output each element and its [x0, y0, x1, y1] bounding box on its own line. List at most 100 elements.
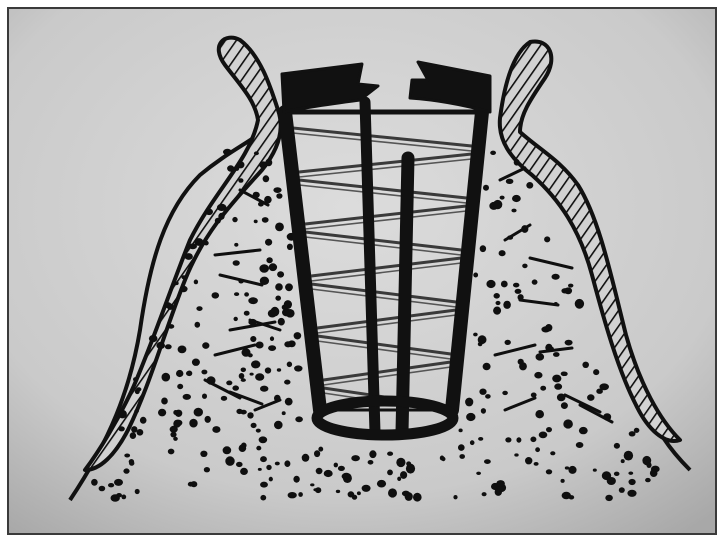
speckle-dot [212, 292, 220, 298]
speckle-dot [215, 218, 221, 224]
speckle-dot [232, 385, 239, 390]
speckle-dot [302, 454, 310, 462]
speckle-dot [494, 293, 500, 299]
speckle-dot [324, 470, 333, 477]
speckle-dot [544, 236, 550, 242]
speckle-dot [194, 408, 203, 417]
speckle-dot [265, 159, 272, 167]
speckle-dot [238, 178, 243, 183]
speckle-dot [234, 292, 239, 296]
speckle-dot [200, 451, 207, 457]
speckle-dot [513, 283, 519, 288]
speckle-dot [278, 318, 285, 326]
speckle-dot [535, 410, 544, 418]
speckle-dot [483, 185, 489, 191]
speckle-dot [362, 485, 371, 492]
speckle-dot [137, 429, 144, 436]
speckle-dot [563, 419, 573, 428]
speckle-dot [274, 421, 283, 429]
speckle-dot [269, 263, 277, 271]
speckle-dot [287, 244, 293, 250]
speckle-dot [108, 483, 114, 487]
speckle-dot [259, 264, 269, 273]
speckle-dot [565, 466, 569, 469]
speckle-dot [236, 462, 243, 467]
speckle-dot [248, 297, 258, 304]
speckle-dot [99, 486, 106, 492]
speckle-dot [162, 373, 171, 382]
speckle-dot [234, 243, 238, 247]
speckle-dot [277, 271, 284, 277]
speckle-dot [294, 332, 302, 339]
speckle-dot [255, 373, 264, 380]
speckle-dot [223, 446, 232, 454]
speckle-dot [133, 377, 138, 382]
speckle-dot [131, 426, 137, 433]
speckle-dot [251, 360, 260, 368]
speckle-dot [314, 450, 320, 457]
speckle-dot [205, 209, 213, 216]
speckle-dot [118, 426, 124, 431]
speckle-dot [256, 429, 261, 433]
speckle-dot [512, 195, 521, 202]
speckle-dot [294, 365, 302, 371]
speckle-dot [413, 493, 422, 502]
speckle-dot [275, 223, 284, 232]
speckle-dot [124, 454, 130, 458]
speckle-dot [223, 149, 232, 155]
speckle-dot [202, 342, 209, 349]
speckle-dot [561, 288, 568, 293]
speckle-dot [217, 204, 227, 211]
speckle-dot [227, 165, 234, 171]
speckle-dot [232, 217, 237, 222]
speckle-dot [259, 436, 268, 443]
speckle-dot [525, 457, 532, 464]
speckle-dot [251, 423, 257, 428]
speckle-dot [629, 479, 636, 485]
speckle-dot [180, 286, 188, 292]
speckle-dot [511, 209, 516, 213]
speckle-dot [91, 479, 98, 486]
speckle-dot [111, 494, 120, 501]
speckle-dot [247, 412, 253, 418]
speckle-dot [336, 490, 340, 493]
speckle-dot [515, 289, 522, 294]
speckle-dot [250, 336, 256, 342]
speckle-dot [284, 380, 290, 385]
speckle-dot [478, 437, 483, 441]
speckle-dot [465, 398, 473, 407]
speckle-dot [535, 447, 540, 452]
speckle-dot [265, 367, 271, 373]
speckle-dot [287, 362, 292, 368]
speckle-dot [201, 370, 207, 375]
speckle-dot [135, 489, 140, 494]
speckle-dot [473, 333, 478, 337]
speckle-dot [277, 368, 281, 371]
speckle-dot [546, 469, 552, 474]
speckle-dot [619, 487, 625, 493]
speckle-dot [645, 478, 651, 482]
speckle-dot [545, 324, 552, 331]
speckle-dot [388, 488, 397, 497]
speckle-dot [149, 335, 158, 342]
speckle-dot [466, 413, 475, 421]
speckle-dot [282, 411, 286, 415]
speckle-dot [480, 245, 486, 252]
speckle-dot [234, 317, 238, 321]
speckle-dot [183, 394, 191, 400]
speckle-dot [114, 479, 123, 486]
speckle-dot [534, 372, 542, 379]
speckle-dot [496, 480, 505, 487]
speckle-dot [387, 452, 393, 456]
speckle-dot [502, 391, 508, 395]
speckle-dot [483, 363, 491, 370]
speckle-dot [516, 437, 521, 442]
speckle-dot [276, 193, 282, 199]
speckle-dot [646, 462, 651, 468]
speckle-dot [266, 257, 272, 263]
speckle-dot [605, 495, 613, 501]
speckle-dot [554, 378, 558, 382]
speckle-dot [262, 217, 269, 223]
speckle-dot [134, 409, 139, 413]
